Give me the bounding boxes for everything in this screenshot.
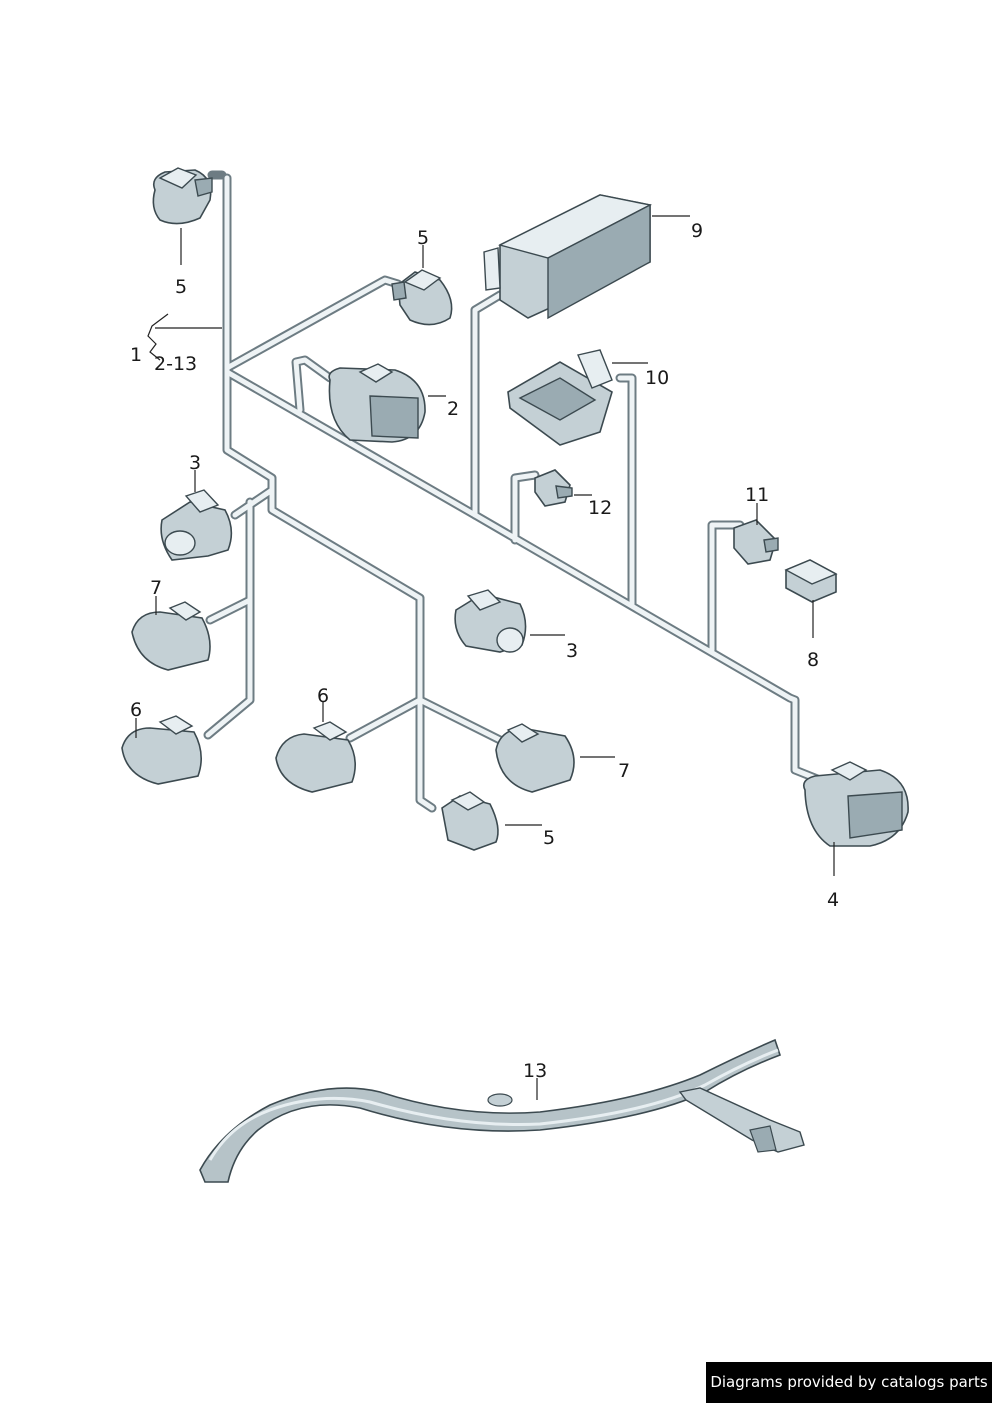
cable-channel-13	[199, 1038, 805, 1183]
callout-9: 9	[691, 220, 703, 242]
connector-3-mid	[454, 589, 527, 653]
callout-5-bottom: 5	[543, 827, 555, 849]
callout-7-left: 7	[150, 577, 162, 599]
callout-6-left: 6	[130, 699, 142, 721]
connector-11	[733, 519, 779, 565]
callout-5-top-left: 5	[175, 276, 187, 298]
connector-10	[507, 349, 613, 446]
callout-13: 13	[523, 1060, 547, 1082]
connector-6-mid	[275, 721, 356, 793]
callout-3-mid: 3	[566, 640, 578, 662]
connector-5-top-left	[152, 167, 213, 225]
callout-7-right: 7	[618, 760, 630, 782]
connector-7-left	[131, 601, 211, 671]
callout-1: 1	[130, 344, 142, 366]
callout-3-left: 3	[189, 452, 201, 474]
callout-2: 2	[447, 398, 459, 420]
connector-9	[483, 194, 653, 320]
connector-12	[534, 469, 573, 507]
leader-lines	[135, 215, 835, 1100]
callout-2-13: 2-13	[154, 353, 197, 375]
callout-6-mid: 6	[317, 685, 329, 707]
connector-4	[802, 761, 909, 847]
callout-5-top: 5	[417, 227, 429, 249]
catalog-credit-banner: Diagrams provided by catalogs parts	[706, 1362, 992, 1403]
callout-10: 10	[645, 367, 669, 389]
connector-3-left	[160, 489, 233, 561]
connector-7-right	[495, 723, 575, 793]
connector-6-left	[121, 715, 202, 785]
connector-2	[328, 363, 426, 443]
callout-12: 12	[588, 497, 612, 519]
connector-8	[784, 559, 838, 603]
callout-8: 8	[807, 649, 819, 671]
callout-11: 11	[745, 484, 769, 506]
connector-5-bottom	[441, 791, 499, 851]
callout-4: 4	[827, 889, 839, 911]
wiring-harness	[203, 170, 825, 813]
connector-5-top	[391, 269, 453, 326]
